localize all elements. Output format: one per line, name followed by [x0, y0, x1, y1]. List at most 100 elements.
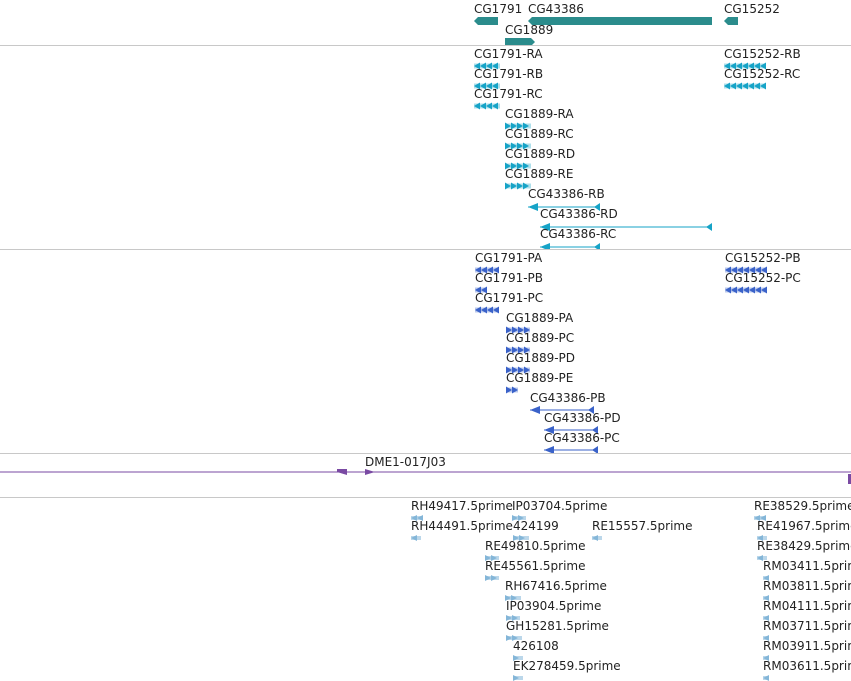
- feature-label[interactable]: RE38529.5prime: [754, 499, 851, 513]
- transcript-glyph[interactable]: [474, 82, 502, 92]
- feature-label[interactable]: RH49417.5prime: [411, 499, 513, 513]
- clone-glyph[interactable]: [0, 468, 851, 484]
- feature-label[interactable]: CG43386-PB: [530, 391, 606, 405]
- est-glyph[interactable]: [763, 594, 771, 604]
- est-glyph[interactable]: [763, 674, 771, 681]
- gene-glyph[interactable]: [724, 17, 740, 27]
- transcript-glyph[interactable]: [540, 243, 602, 250]
- feature-label[interactable]: RM04111.5prime: [763, 599, 851, 613]
- est-glyph[interactable]: [757, 534, 769, 544]
- feature-label[interactable]: CG1889-PD: [506, 351, 576, 365]
- feature-label[interactable]: CG15252-RB: [724, 47, 801, 61]
- feature-label[interactable]: RM03411.5prime: [763, 559, 851, 573]
- feature-label[interactable]: CG43386-RB: [528, 187, 605, 201]
- est-glyph[interactable]: [411, 514, 425, 524]
- polypeptide-glyph[interactable]: [725, 266, 769, 276]
- feature-label[interactable]: CG1791-RB: [474, 67, 544, 81]
- feature-label[interactable]: IP03704.5prime: [512, 499, 608, 513]
- polypeptide-glyph[interactable]: [506, 326, 532, 336]
- transcript-glyph[interactable]: [505, 162, 533, 172]
- feature-label[interactable]: 426108: [513, 639, 559, 653]
- feature-label[interactable]: CG1791: [474, 2, 523, 16]
- est-glyph[interactable]: [763, 654, 771, 664]
- est-glyph[interactable]: [592, 534, 604, 544]
- est-glyph[interactable]: [513, 654, 525, 664]
- est-glyph[interactable]: [506, 614, 522, 624]
- feature-label[interactable]: CG1889-PC: [506, 331, 575, 345]
- feature-label[interactable]: CG43386-PD: [544, 411, 621, 425]
- gene-glyph[interactable]: [474, 17, 500, 27]
- feature-label[interactable]: CG1791-RC: [474, 87, 543, 101]
- feature-label[interactable]: CG15252: [724, 2, 780, 16]
- est-glyph[interactable]: [757, 554, 769, 564]
- transcript-glyph[interactable]: [724, 82, 768, 92]
- feature-label[interactable]: RM03711.5prime: [763, 619, 851, 633]
- feature-label[interactable]: CG43386-RC: [540, 227, 617, 241]
- polypeptide-glyph[interactable]: [475, 266, 501, 276]
- feature-label[interactable]: CG1889-RE: [505, 167, 574, 181]
- transcript-glyph[interactable]: [505, 122, 533, 132]
- feature-label[interactable]: CG15252-PB: [725, 251, 801, 265]
- polypeptide-glyph[interactable]: [725, 286, 769, 296]
- est-glyph[interactable]: [505, 594, 523, 604]
- polypeptide-glyph[interactable]: [506, 346, 532, 356]
- polypeptide-glyph[interactable]: [544, 446, 600, 454]
- feature-label[interactable]: RH44491.5prime: [411, 519, 513, 533]
- gene-glyph[interactable]: [528, 17, 714, 27]
- feature-label[interactable]: RE15557.5prime: [592, 519, 693, 533]
- est-glyph[interactable]: [513, 674, 525, 681]
- feature-label[interactable]: CG1791-PA: [475, 251, 543, 265]
- est-glyph[interactable]: [506, 634, 524, 644]
- feature-label[interactable]: CG1889-RC: [505, 127, 574, 141]
- est-glyph[interactable]: [754, 514, 768, 524]
- feature-label[interactable]: CG1889-RA: [505, 107, 574, 121]
- polypeptide-glyph[interactable]: [475, 286, 489, 296]
- feature-label[interactable]: CG43386-PC: [544, 431, 620, 445]
- polypeptide-glyph[interactable]: [506, 366, 532, 376]
- polypeptide-glyph[interactable]: [530, 406, 596, 416]
- feature-label[interactable]: RM03911.5prime: [763, 639, 851, 653]
- feature-label[interactable]: CG15252-RC: [724, 67, 801, 81]
- transcript-glyph[interactable]: [474, 62, 502, 72]
- est-glyph[interactable]: [485, 554, 501, 564]
- feature-label[interactable]: CG1791-PC: [475, 291, 544, 305]
- polypeptide-glyph[interactable]: [506, 386, 520, 396]
- feature-label[interactable]: RM03611.5prime: [763, 659, 851, 673]
- feature-label[interactable]: CG43386-RD: [540, 207, 618, 221]
- feature-label[interactable]: CG1889-PE: [506, 371, 574, 385]
- est-glyph[interactable]: [512, 514, 528, 524]
- feature-label[interactable]: CG1889: [505, 23, 554, 37]
- feature-label[interactable]: RE41967.5prime: [757, 519, 851, 533]
- feature-label[interactable]: CG1889-RD: [505, 147, 576, 161]
- transcript-glyph[interactable]: [528, 203, 602, 213]
- est-glyph[interactable]: [485, 574, 501, 584]
- polypeptide-glyph[interactable]: [544, 426, 600, 436]
- feature-label[interactable]: IP03904.5prime: [506, 599, 602, 613]
- feature-label[interactable]: RE38429.5prime: [757, 539, 851, 553]
- feature-label[interactable]: CG1889-PA: [506, 311, 574, 325]
- feature-label[interactable]: CG15252-PC: [725, 271, 801, 285]
- est-glyph[interactable]: [411, 534, 423, 544]
- feature-label[interactable]: CG1791-PB: [475, 271, 544, 285]
- feature-label[interactable]: RE49810.5prime: [485, 539, 586, 553]
- transcript-glyph[interactable]: [505, 182, 533, 192]
- feature-label[interactable]: GH15281.5prime: [506, 619, 609, 633]
- polypeptide-glyph[interactable]: [475, 306, 501, 316]
- gene-glyph[interactable]: [505, 38, 537, 46]
- est-glyph[interactable]: [763, 634, 771, 644]
- transcript-glyph[interactable]: [505, 142, 533, 152]
- feature-label[interactable]: DME1-017J03: [365, 455, 446, 469]
- feature-label[interactable]: EK278459.5prime: [513, 659, 621, 673]
- feature-label[interactable]: RE45561.5prime: [485, 559, 586, 573]
- transcript-glyph[interactable]: [724, 62, 768, 72]
- feature-label[interactable]: 424199: [513, 519, 559, 533]
- transcript-glyph[interactable]: [540, 223, 714, 233]
- feature-label[interactable]: CG1791-RA: [474, 47, 543, 61]
- feature-label[interactable]: RH67416.5prime: [505, 579, 607, 593]
- est-glyph[interactable]: [763, 574, 771, 584]
- feature-label[interactable]: CG43386: [528, 2, 584, 16]
- transcript-glyph[interactable]: [474, 102, 502, 112]
- est-glyph[interactable]: [763, 614, 771, 624]
- feature-label[interactable]: RM03811.5prime: [763, 579, 851, 593]
- est-glyph[interactable]: [513, 534, 531, 544]
